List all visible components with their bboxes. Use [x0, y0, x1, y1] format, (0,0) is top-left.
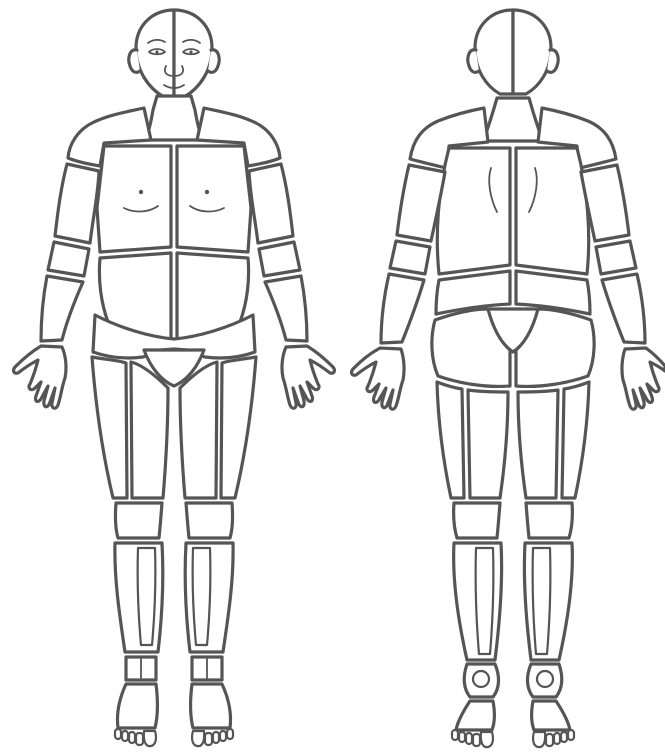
- toe[interactable]: [213, 732, 219, 743]
- front-chest-left[interactable]: [177, 146, 251, 252]
- front-elbow-left[interactable]: [259, 242, 300, 276]
- back-upper-back-right[interactable]: [516, 148, 589, 274]
- back-sole-right[interactable]: [532, 701, 570, 730]
- back-sole-left[interactable]: [456, 701, 494, 730]
- toe[interactable]: [546, 734, 553, 746]
- front-neck[interactable]: [145, 96, 203, 140]
- back-elbow-left[interactable]: [390, 241, 430, 274]
- front-elbow-right[interactable]: [48, 242, 89, 276]
- back-figure: [352, 10, 665, 747]
- toe[interactable]: [466, 733, 472, 744]
- back-forearm-left[interactable]: [381, 274, 424, 343]
- back-thigh-left-outer[interactable]: [437, 382, 464, 498]
- toe[interactable]: [136, 733, 143, 745]
- front-figure: [14, 10, 335, 746]
- back-thigh-left-inner[interactable]: [468, 390, 508, 498]
- front-upper-arm-left[interactable]: [249, 164, 293, 243]
- toe[interactable]: [129, 732, 135, 743]
- back-elbow-right[interactable]: [596, 241, 636, 274]
- big-toe[interactable]: [533, 732, 545, 747]
- back-toes-right[interactable]: [533, 730, 574, 747]
- back-neck[interactable]: [483, 98, 543, 141]
- back-head-left-side[interactable]: [475, 10, 513, 94]
- nipple-right: [139, 190, 143, 194]
- front-forearm-left[interactable]: [265, 276, 307, 341]
- back-thigh-right-outer[interactable]: [562, 382, 589, 498]
- front-chest-right[interactable]: [97, 146, 171, 252]
- back-forearm-right[interactable]: [602, 274, 645, 343]
- toe[interactable]: [122, 731, 128, 741]
- front-hand-right[interactable]: [14, 346, 66, 408]
- front-foot-right[interactable]: [117, 684, 157, 728]
- front-knee-left[interactable]: [186, 503, 233, 538]
- front-shin-right-center[interactable]: [138, 548, 156, 645]
- toe[interactable]: [561, 732, 567, 742]
- front-knee-right[interactable]: [115, 503, 162, 538]
- big-toe[interactable]: [481, 732, 493, 747]
- toe[interactable]: [459, 732, 465, 742]
- nipple-left: [205, 190, 209, 194]
- back-knee-right[interactable]: [526, 503, 572, 538]
- front-thigh-right-outer[interactable]: [92, 357, 127, 498]
- back-head-right-side[interactable]: [513, 10, 551, 94]
- front-toes-left[interactable]: [192, 729, 233, 746]
- toe[interactable]: [568, 730, 574, 740]
- front-upper-arm-right[interactable]: [55, 164, 99, 243]
- back-hand-right[interactable]: [622, 348, 665, 409]
- toe[interactable]: [220, 731, 226, 741]
- front-toes-right[interactable]: [115, 729, 156, 746]
- front-thigh-left-inner[interactable]: [180, 362, 217, 498]
- front-hand-left[interactable]: [282, 346, 334, 408]
- toe[interactable]: [452, 730, 458, 740]
- back-heel-right-center[interactable]: [537, 671, 553, 687]
- toe[interactable]: [227, 729, 233, 739]
- toe[interactable]: [115, 729, 121, 739]
- toe[interactable]: [205, 733, 212, 745]
- front-foot-left[interactable]: [191, 684, 231, 728]
- toe[interactable]: [554, 733, 560, 744]
- front-thigh-right-inner[interactable]: [131, 362, 168, 498]
- front-shin-left-center[interactable]: [193, 548, 211, 645]
- front-forearm-right[interactable]: [41, 276, 83, 341]
- back-hand-left[interactable]: [352, 348, 404, 409]
- back-toes-left[interactable]: [452, 730, 493, 747]
- front-thigh-left-outer[interactable]: [221, 357, 256, 498]
- pupil-right: [155, 50, 158, 53]
- back-heel-left-center[interactable]: [473, 671, 489, 687]
- back-thigh-right-inner[interactable]: [518, 390, 558, 498]
- back-calf-right-center[interactable]: [533, 548, 551, 654]
- big-toe[interactable]: [144, 731, 156, 746]
- back-calf-left-center[interactable]: [476, 548, 494, 654]
- toe[interactable]: [473, 734, 480, 746]
- big-toe[interactable]: [192, 731, 204, 746]
- back-knee-left[interactable]: [454, 503, 500, 538]
- back-upper-back-left[interactable]: [437, 148, 510, 274]
- pupil-left: [189, 50, 192, 53]
